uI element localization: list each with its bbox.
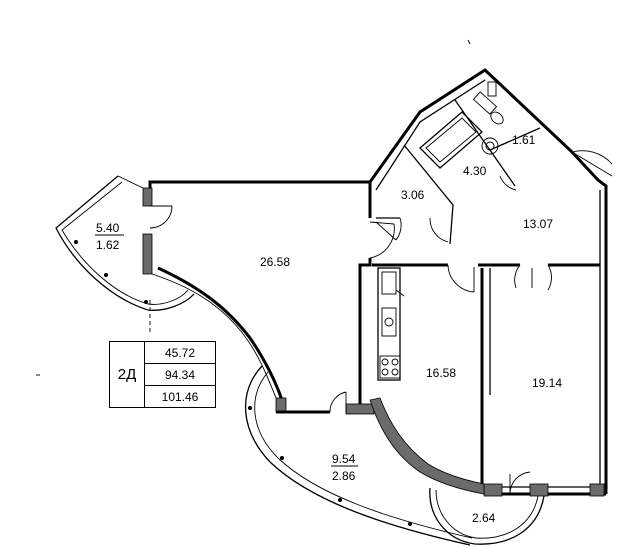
door-bedroom	[514, 264, 552, 291]
hall-area: 13.07	[523, 217, 553, 231]
bottom-wall-segment-b	[589, 483, 605, 497]
toilet	[472, 81, 504, 125]
edge-mark-top	[467, 39, 471, 45]
storage-partition	[403, 144, 454, 245]
living-room-top-wall	[148, 180, 370, 186]
bath-sink	[481, 137, 499, 155]
bottom-wall-segment-c	[483, 483, 503, 497]
facade-pier-left	[275, 397, 287, 413]
bedroom-area: 19.14	[532, 376, 562, 390]
living-room-right-wall-lower	[358, 258, 372, 410]
loggia-left-area: 5.40	[96, 221, 120, 235]
loggia-bottom-post-b	[280, 456, 284, 460]
storage-area: 3.06	[401, 188, 425, 202]
loggia-bottom-outline	[244, 365, 471, 546]
door-loggia-bottom	[329, 391, 347, 413]
curved-facade-right	[369, 397, 485, 495]
living-area-value: 45.72	[144, 341, 216, 364]
loggia-left-post-c	[74, 240, 78, 244]
door-kitchen	[447, 264, 475, 293]
wet-block-outer-wall	[368, 68, 574, 183]
left-wall-segment	[142, 187, 153, 207]
door-loggia-left	[149, 205, 173, 229]
loggia-bottom-outline-inner	[254, 371, 473, 539]
bottom-wall-segment-a	[529, 483, 549, 497]
living-room-area: 26.58	[260, 255, 290, 269]
bathtub	[419, 111, 483, 169]
apartment-type-label: 2Д	[109, 341, 145, 408]
door-bath	[429, 175, 517, 243]
door-entrance	[571, 150, 613, 177]
balcony-small-outline-inner	[435, 489, 539, 539]
wc-area: 1.61	[512, 133, 536, 147]
loggia-bottom-post-a	[248, 406, 252, 410]
loggia-bottom-post-d	[408, 522, 412, 526]
loggia-left-reduced: 1.62	[96, 238, 120, 252]
loggia-bottom-reduced: 2.86	[332, 469, 356, 483]
balcony-small-area: 2.64	[472, 511, 496, 525]
loggia-left-post-b	[104, 273, 108, 277]
loggia-bottom-post-c	[338, 498, 342, 502]
kitchen-counter	[377, 267, 405, 381]
total-with-balconies-value: 101.46	[144, 385, 216, 408]
bathroom-area: 4.30	[463, 164, 487, 178]
total-area-value: 94.34	[144, 363, 216, 386]
door-storage	[375, 217, 402, 241]
balcony-small-outline	[429, 487, 545, 545]
loggia-left-outline-inner	[61, 181, 189, 305]
loggia-left-post-a	[144, 300, 148, 304]
loggia-bottom-area: 9.54	[332, 452, 356, 466]
facade-pier-mid	[345, 403, 375, 415]
curved-facade-left	[151, 273, 277, 399]
wet-block-inner-wall	[375, 79, 486, 191]
kitchen-area: 16.58	[426, 366, 456, 380]
apartment-summary-table: 2Д 45.72 94.34 101.46	[109, 341, 216, 408]
curved-facade-left-outer	[157, 266, 284, 401]
right-exterior-wall	[570, 150, 608, 494]
loggia-left-outline	[55, 175, 195, 311]
door-balcony	[509, 471, 531, 495]
left-wall-segment-lower	[142, 233, 153, 275]
door-living-room	[369, 221, 395, 259]
loggia-left-top	[117, 175, 144, 189]
